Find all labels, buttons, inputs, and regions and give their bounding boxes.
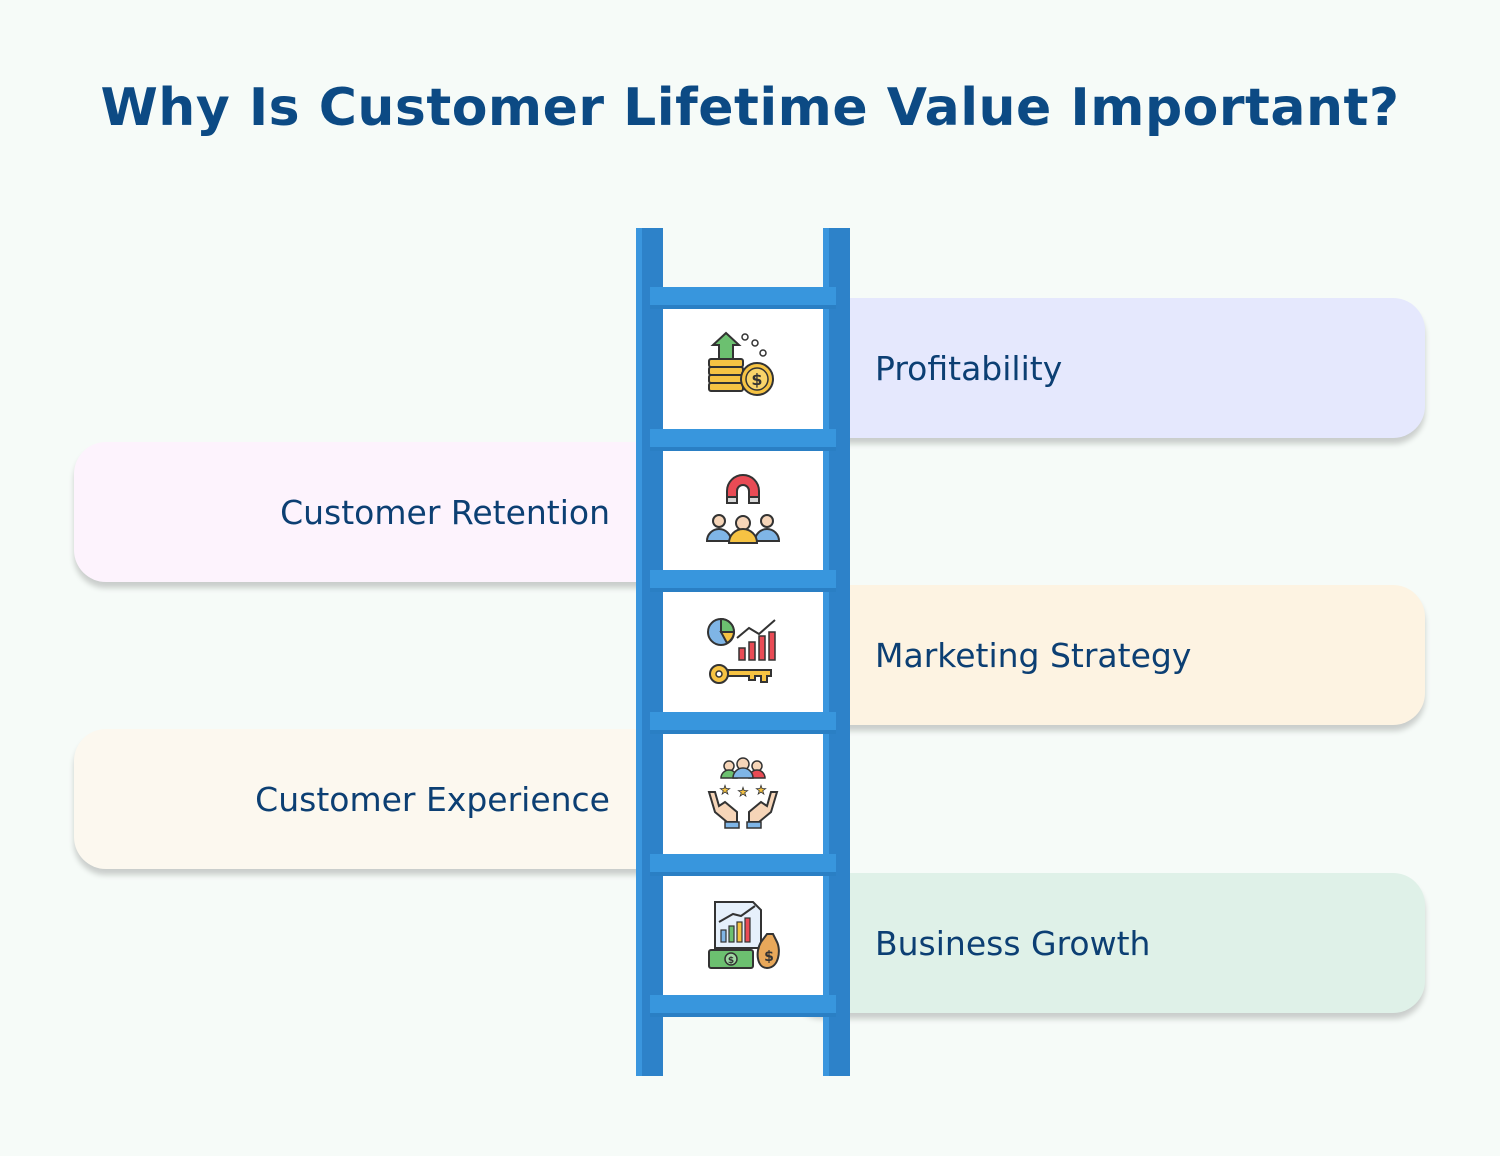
card-profitability: Profitability [790,298,1425,438]
card-label: Customer Experience [255,779,610,819]
ladder-rung [650,995,836,1017]
svg-text:$: $ [728,956,734,966]
card-customer-experience: Customer Experience [74,729,714,869]
card-marketing-strategy: Marketing Strategy [790,585,1425,725]
ladder-rail-left [636,228,663,1076]
chart-key-icon [663,592,823,712]
svg-text:$: $ [751,370,762,389]
growth-money-icon: $ $ [663,876,823,995]
hands-stars-icon: ★ ★ ★ [663,734,823,854]
svg-text:$: $ [764,949,774,965]
ladder-rail-right [823,228,850,1076]
svg-text:★: ★ [756,783,767,797]
card-label: Marketing Strategy [875,635,1192,675]
page-title: Why Is Customer Lifetime Value Important… [100,78,1400,138]
card-customer-retention: Customer Retention [74,442,714,582]
card-label: Customer Retention [280,492,610,532]
card-label: Profitability [875,348,1063,388]
ladder-rung [650,287,836,309]
ladder-rung [650,712,836,734]
svg-text:★: ★ [720,783,731,797]
card-label: Business Growth [875,923,1151,963]
svg-text:★: ★ [738,785,749,799]
ladder-rung [650,429,836,451]
ladder-rung [650,570,836,592]
magnet-customers-icon [663,451,823,570]
card-business-growth: Business Growth [790,873,1425,1013]
ladder-rung [650,854,836,876]
coins-growth-icon: $ [663,309,823,429]
